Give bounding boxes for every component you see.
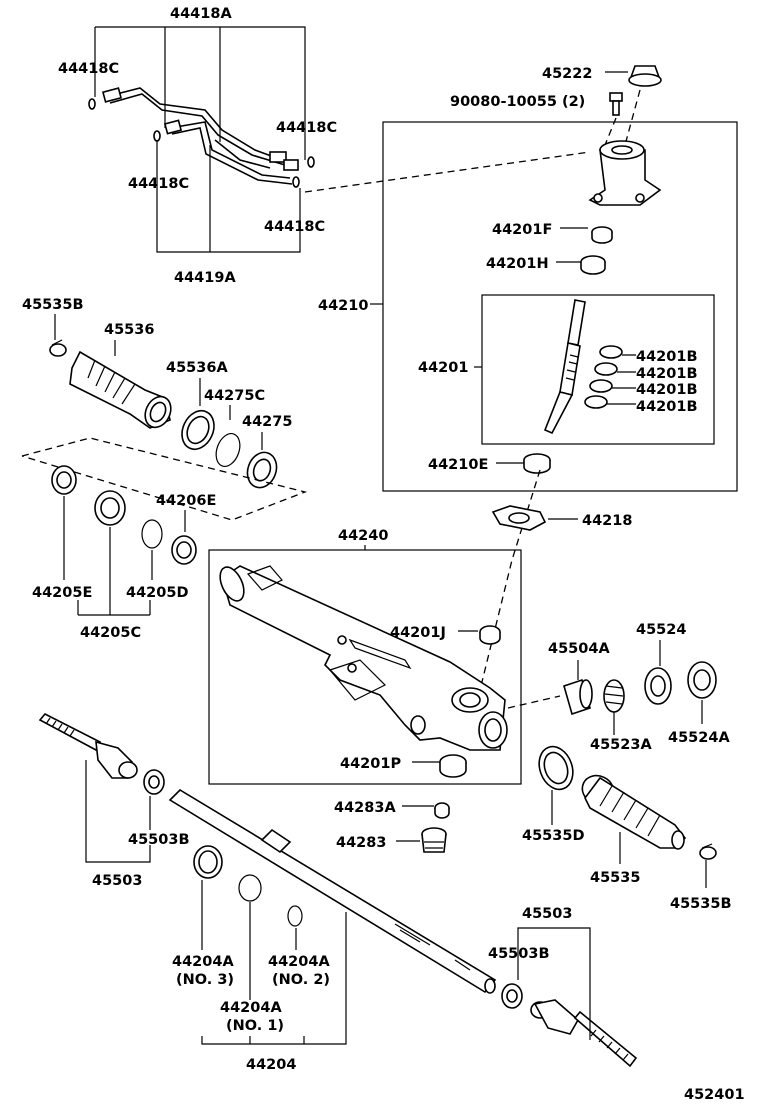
label-45503: 45503 — [522, 906, 572, 922]
valve-shaft-44201 — [543, 299, 586, 435]
label-44201B: 44201B — [636, 382, 698, 398]
label-44210E: 44210E — [428, 457, 488, 473]
locknut-45503B-left — [143, 769, 165, 795]
label-44204A: 44204A — [172, 954, 234, 970]
label-45524A: 45524A — [668, 730, 730, 746]
spring-45523A — [603, 679, 625, 713]
locknut-45524A — [687, 661, 717, 699]
clamp-45535B-right — [699, 843, 717, 860]
label-45535B: 45535B — [670, 896, 732, 912]
seal-rings-44201B — [584, 345, 623, 409]
label-44201F: 44201F — [492, 222, 552, 238]
label-44201H: 44201H — [486, 256, 549, 272]
label-44418A: 44418A — [170, 6, 232, 22]
bearing-44205E — [51, 465, 77, 495]
oil-seal-44210E — [523, 453, 551, 474]
label-44204A: 44204A — [268, 954, 330, 970]
pressure-tube-assembly — [88, 87, 315, 188]
bushing-44205C — [94, 490, 126, 526]
label-44201B: 44201B — [636, 349, 698, 365]
label-44201B: 44201B — [636, 366, 698, 382]
label-45535D: 45535D — [522, 828, 584, 844]
label-45524: 45524 — [636, 622, 686, 638]
label-44418C: 44418C — [264, 219, 325, 235]
label-44201J: 44201J — [390, 625, 446, 641]
label-44283A: 44283A — [334, 800, 396, 816]
cap-44283 — [421, 827, 447, 853]
tie-rod-end-right-45503 — [530, 999, 638, 1068]
bearing-44201P — [439, 754, 467, 778]
diagram-id: 452401 — [684, 1087, 745, 1103]
label-44201: 44201 — [418, 360, 468, 376]
label-44418C: 44418C — [276, 120, 337, 136]
label-44205C: 44205C — [80, 625, 141, 641]
bolt-90080 — [609, 92, 623, 116]
seal-44206E — [171, 535, 197, 565]
label-45503B: 45503B — [488, 946, 550, 962]
bearing-44201H — [580, 255, 606, 275]
seal-44201F — [591, 226, 613, 244]
clamp-45535B-left — [49, 339, 67, 357]
subassembly-box-44210 — [382, 121, 738, 492]
plug-45524 — [644, 667, 672, 705]
nut-44283A — [434, 802, 450, 819]
label-45536: 45536 — [104, 322, 154, 338]
label-45222: 45222 — [542, 66, 592, 82]
valve-housing — [588, 140, 662, 206]
rack-housing-44240 — [219, 565, 508, 751]
label-44218: 44218 — [582, 513, 632, 529]
o-ring-44205D — [141, 519, 163, 549]
label-44204: 44204 — [246, 1057, 296, 1073]
dust-cover-45222 — [628, 65, 662, 87]
boot-45536 — [69, 350, 172, 429]
label-45503B: 45503B — [128, 832, 190, 848]
label-44419A: 44419A — [174, 270, 236, 286]
label-45536A: 45536A — [166, 360, 228, 376]
subassembly-box-44201 — [481, 294, 715, 445]
label-44275C: 44275C — [204, 388, 265, 404]
label-44201B: 44201B — [636, 399, 698, 415]
label-44418C: 44418C — [58, 61, 119, 77]
label-44206E: 44206E — [156, 493, 216, 509]
bushing-44275 — [246, 451, 278, 489]
label-45535: 45535 — [590, 870, 640, 886]
label-44210: 44210 — [318, 298, 368, 314]
o-ring-44204A-no1 — [238, 874, 262, 902]
guide-45504A — [563, 678, 593, 716]
subassembly-box-44240 — [208, 549, 522, 785]
gasket-44218 — [491, 505, 547, 531]
label-44204A: 44204A — [220, 1000, 282, 1016]
label-44283: 44283 — [336, 835, 386, 851]
label-44204A-no3: (NO. 3) — [176, 972, 234, 988]
o-ring-44204A-no2 — [287, 905, 303, 927]
rack-bar-44204 — [168, 788, 497, 994]
label-44204A-no1: (NO. 1) — [226, 1018, 284, 1034]
label-45535B: 45535B — [22, 297, 84, 313]
o-ring-44204A-no3 — [193, 845, 223, 879]
tie-rod-end-left-45503 — [38, 712, 138, 779]
label-45503: 45503 — [92, 873, 142, 889]
label-44205E: 44205E — [32, 585, 92, 601]
label-45504A: 45504A — [548, 641, 610, 657]
label-44418C: 44418C — [128, 176, 189, 192]
label-44240: 44240 — [338, 528, 388, 544]
locknut-45503B-right — [501, 983, 523, 1009]
label-44205D: 44205D — [126, 585, 188, 601]
boot-45535 — [581, 774, 687, 850]
clamp-45536A — [181, 409, 215, 451]
label-44201P: 44201P — [340, 756, 401, 772]
seal-44201J — [479, 625, 501, 645]
clamp-45535D — [538, 745, 574, 791]
label-44275: 44275 — [242, 414, 292, 430]
label-90080-10055: 90080-10055 (2) — [450, 94, 585, 110]
snap-ring-44275C — [215, 432, 241, 468]
label-45523A: 45523A — [590, 737, 652, 753]
label-44204A-no2: (NO. 2) — [272, 972, 330, 988]
